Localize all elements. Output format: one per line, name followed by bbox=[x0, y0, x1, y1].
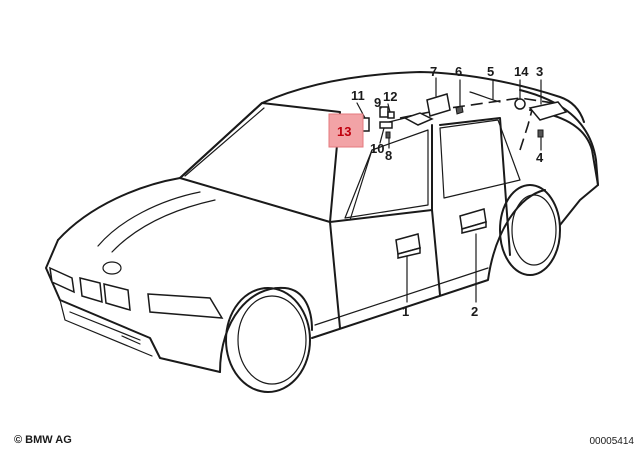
roof-outline bbox=[179, 71, 585, 179]
callout-3[interactable]: 3 bbox=[536, 64, 543, 79]
callout-9[interactable]: 9 bbox=[374, 95, 381, 110]
front-bumper-outline bbox=[45, 239, 221, 373]
kidney-grille-left bbox=[79, 277, 103, 304]
right-headlight bbox=[49, 266, 75, 294]
callout-4[interactable]: 4 bbox=[536, 150, 544, 165]
front-door-outline bbox=[329, 209, 441, 329]
copyright-label: © BMW AG bbox=[14, 434, 72, 446]
callout-5[interactable]: 5 bbox=[487, 64, 494, 79]
grommet-part bbox=[514, 98, 526, 110]
callout-6[interactable]: 6 bbox=[455, 64, 462, 79]
leader-lines bbox=[356, 77, 542, 303]
hood-badge bbox=[102, 261, 122, 275]
highlighted-part-box bbox=[328, 113, 364, 148]
kidney-grille-right bbox=[103, 283, 131, 312]
callout-12[interactable]: 12 bbox=[383, 89, 397, 104]
car-illustration bbox=[45, 71, 599, 393]
callout-7[interactable]: 7 bbox=[430, 64, 437, 79]
cable-part bbox=[469, 91, 501, 103]
callout-13[interactable]: 13 bbox=[337, 124, 351, 139]
front-side-window bbox=[344, 129, 429, 219]
callout-14[interactable]: 14 bbox=[514, 64, 529, 79]
rear-quarter-outline bbox=[529, 109, 599, 226]
front-wheel bbox=[225, 287, 311, 393]
drawing-number: 00005414 bbox=[589, 436, 635, 447]
windshield-outline bbox=[179, 102, 341, 223]
callout-11[interactable]: 11 bbox=[351, 88, 365, 103]
hood-outline bbox=[57, 177, 331, 241]
screw-part bbox=[537, 129, 544, 138]
callout-8[interactable]: 8 bbox=[385, 148, 392, 163]
rear-door-outline bbox=[431, 117, 511, 256]
trunk-lid-outline bbox=[519, 89, 599, 186]
callout-10[interactable]: 10 bbox=[370, 141, 384, 156]
callout-2[interactable]: 2 bbox=[471, 304, 478, 319]
rear-side-window bbox=[439, 119, 521, 199]
motor-part bbox=[528, 101, 568, 121]
bolt-part bbox=[455, 105, 464, 115]
rear-wheel bbox=[499, 184, 561, 276]
callout-1[interactable]: 1 bbox=[402, 304, 409, 319]
wiring-harness-path bbox=[399, 97, 561, 119]
parts bbox=[361, 91, 568, 259]
left-headlight bbox=[147, 293, 224, 319]
front-wheel-arch bbox=[219, 286, 313, 373]
control-unit-part bbox=[426, 93, 451, 117]
